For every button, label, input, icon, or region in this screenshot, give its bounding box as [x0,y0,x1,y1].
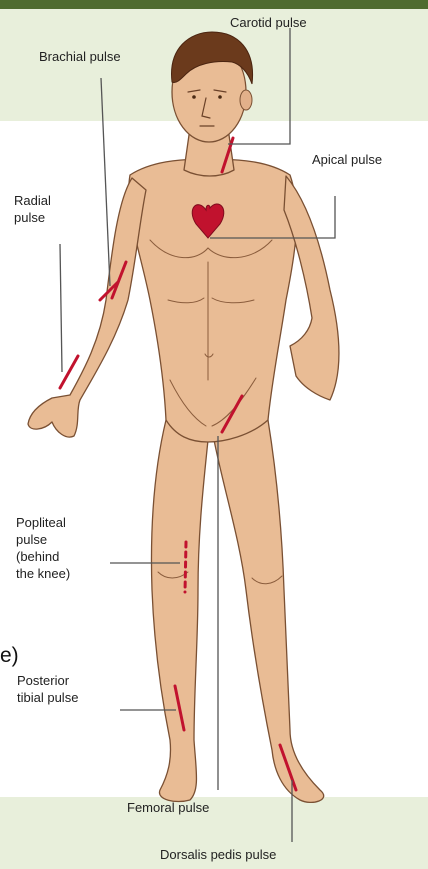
apical-pulse-label: Apical pulse [312,151,382,168]
femoral-pulse-label: Femoral pulse [127,799,209,816]
left-leg [152,420,208,802]
carotid-pulse-label: Carotid pulse [230,14,307,31]
posterior-tibial-pulse-label: Posterior tibial pulse [17,672,78,706]
popliteal-pulse-label: Popliteal pulse (behind the knee) [16,514,70,582]
dorsalis-pedis-pulse-label: Dorsalis pedis pulse [160,846,276,863]
radial-pulse-label: Radial pulse [14,192,51,226]
radial-leader-line [60,244,62,372]
ear [240,90,252,110]
brachial-leader-line [101,78,110,286]
right-leg [214,420,324,802]
clipped-text: e) [0,644,19,668]
right-eye [218,95,222,99]
left-eye [192,95,196,99]
radial-artery-mark [60,356,78,388]
brachial-pulse-label: Brachial pulse [39,48,121,65]
right-arm [284,176,339,400]
torso [129,160,297,442]
